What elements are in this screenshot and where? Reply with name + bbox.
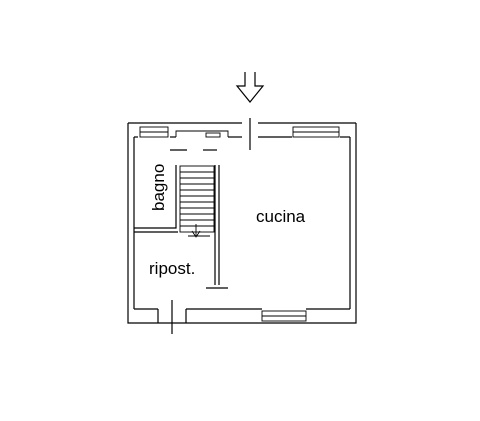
window-top-right — [292, 126, 340, 138]
window-bottom-right — [261, 310, 307, 322]
stair-direction-arrow-icon — [188, 224, 210, 238]
room-label-ripostiglio: ripost. — [149, 259, 195, 278]
room-label-bagno: bagno — [149, 164, 168, 211]
staircase — [179, 165, 215, 238]
outer-walls — [127, 122, 357, 324]
room-label-cucina: cucina — [256, 207, 306, 226]
window-top-left — [139, 126, 169, 138]
window-top-mid — [175, 130, 229, 138]
entrance-arrow-icon — [235, 72, 265, 103]
interior-walls — [134, 149, 228, 289]
